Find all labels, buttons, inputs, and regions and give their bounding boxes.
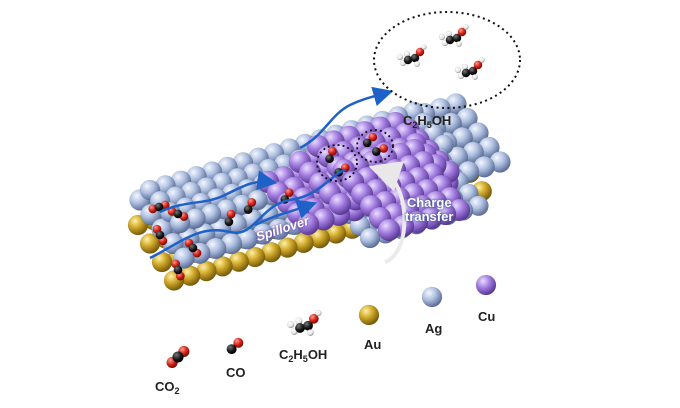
product-label: C2H5OH <box>403 113 452 130</box>
co2-molecule-c <box>154 202 164 212</box>
legend-co2-c <box>172 351 184 363</box>
co-molecule-o <box>284 188 294 198</box>
co2-molecule-c <box>173 265 183 275</box>
co2-molecule-c <box>155 230 165 240</box>
spillover-flow-arrow-1 <box>149 168 346 260</box>
legend-cu-atom <box>475 274 497 296</box>
ethanol-o <box>415 47 425 57</box>
intermediate-highlight-1 <box>316 144 358 182</box>
ethanol-h <box>471 73 479 81</box>
legend-ethanol-h <box>287 320 295 329</box>
product-release-arrow <box>299 86 394 150</box>
legend-ethanol-h <box>306 329 314 337</box>
spillover-flow-arrow-3 <box>254 199 318 227</box>
legend-label-au: Au <box>364 337 382 352</box>
co-molecule-c <box>243 205 253 215</box>
co2-molecule-c <box>173 209 183 219</box>
product-bubble <box>373 11 521 109</box>
co-molecule-o <box>379 143 389 153</box>
co-molecule-c <box>325 154 335 164</box>
legend-label-ag: Ag <box>425 321 443 336</box>
legend-ethanol-h <box>315 309 322 317</box>
spillover-flow-arrow-2 <box>159 170 278 214</box>
intermediate-highlight-2 <box>356 129 394 163</box>
co2-molecule-c <box>188 243 198 253</box>
legend-co-c <box>226 343 237 355</box>
charge-transfer-label: Charge transfer <box>405 195 454 224</box>
charge-transfer-arrow <box>368 161 407 264</box>
legend-ag-atom <box>421 286 443 308</box>
cu-atom <box>377 218 401 242</box>
ethanol-o <box>457 27 467 37</box>
ethanol-molecules-bubble <box>396 24 485 81</box>
adsorbed-molecules <box>148 132 389 281</box>
ethanol-h <box>454 66 462 74</box>
legend-label-cu: Cu <box>478 309 496 324</box>
legend-co-o <box>233 337 244 349</box>
legend-label-ethanol: C2H5OH <box>279 347 328 364</box>
ethanol-h <box>438 33 446 41</box>
legend-label-co2: CO2 <box>155 379 180 396</box>
co-molecule-c <box>362 138 372 148</box>
co-molecule-c <box>224 217 234 227</box>
ethanol-o <box>473 60 483 70</box>
legend-au-atom <box>358 304 380 326</box>
ethanol-h <box>396 53 404 61</box>
legend-ethanol-o <box>308 313 319 324</box>
ethanol-h <box>413 60 421 68</box>
ethanol-h <box>463 24 469 30</box>
cu-atom <box>328 192 352 216</box>
co-molecule-o <box>226 209 236 219</box>
ethanol-h <box>455 40 463 48</box>
legend <box>166 274 497 369</box>
ag-atom <box>359 227 381 249</box>
co-molecule-o <box>368 132 378 142</box>
legend-label-co: CO <box>226 365 246 380</box>
ethanol-h <box>421 44 427 50</box>
co-molecule-o <box>247 197 257 207</box>
co-molecule-c <box>371 147 381 157</box>
ethanol-h <box>479 57 485 63</box>
